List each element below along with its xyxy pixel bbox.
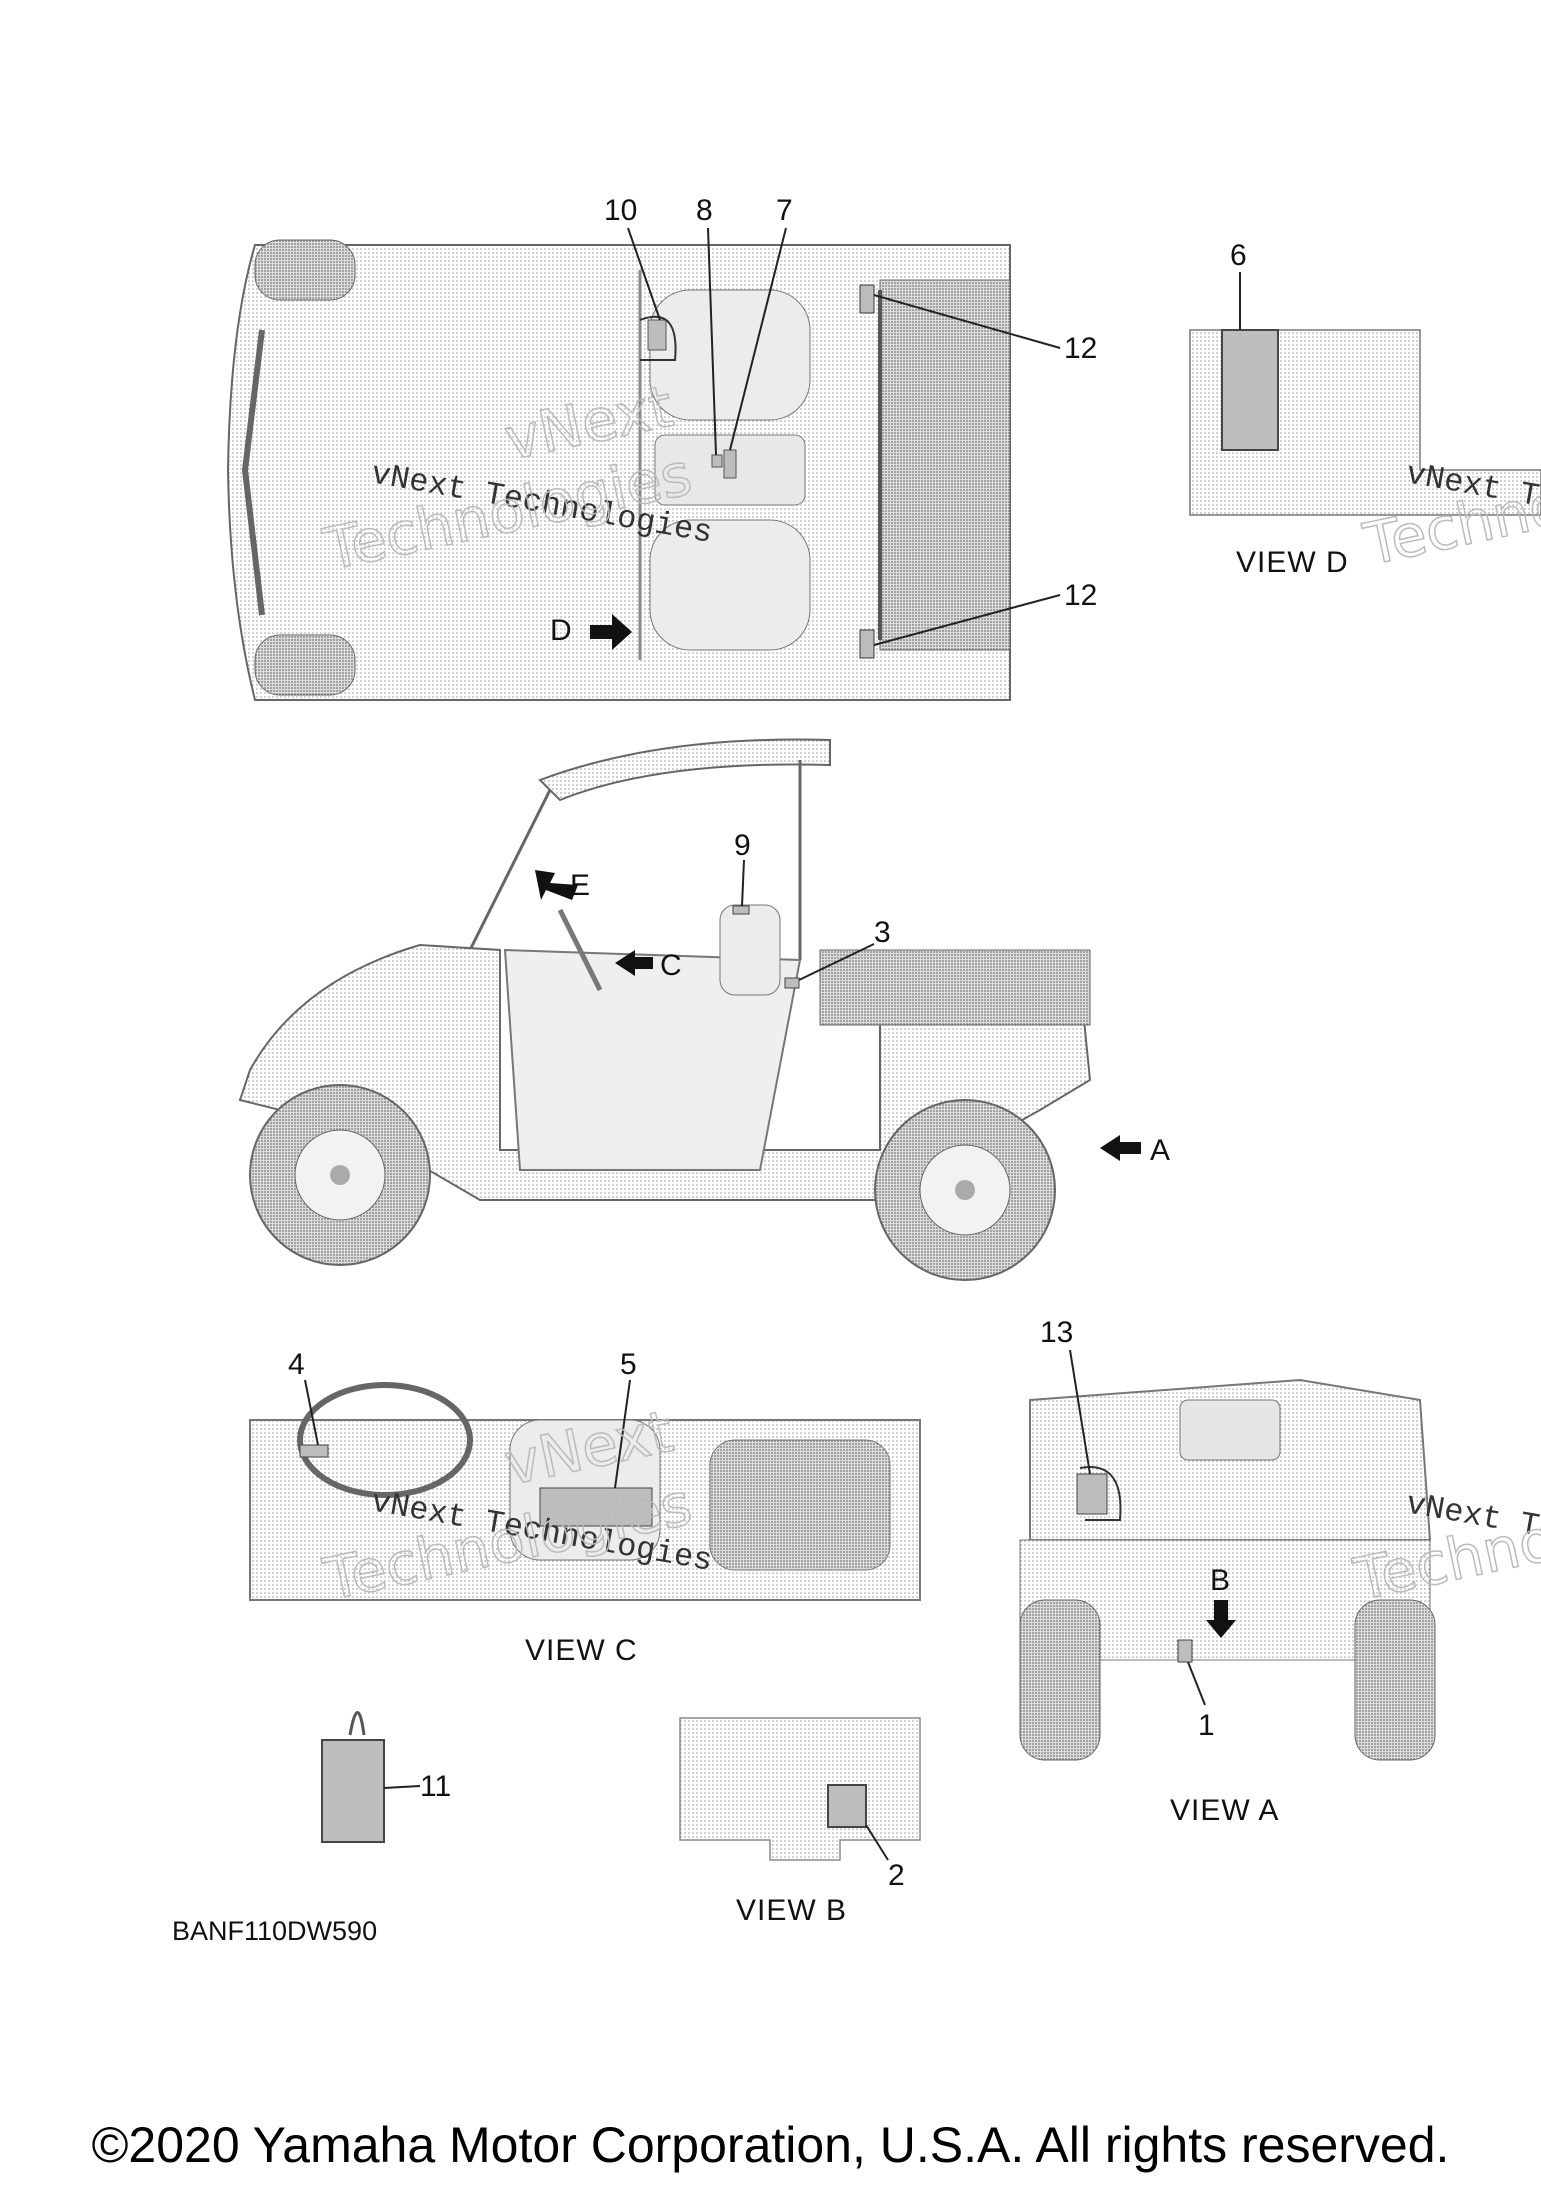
side-view-vehicle — [238, 738, 1141, 1281]
label-11-tag — [321, 1739, 385, 1843]
view-a-label: VIEW A — [1170, 1794, 1279, 1827]
callout-10: 10 — [604, 194, 637, 227]
label-12-decal-upper — [859, 284, 875, 314]
label-6-decal — [1221, 329, 1279, 451]
top-view-vehicle — [226, 227, 1061, 701]
label-4-decal — [299, 1444, 329, 1458]
callout-7: 7 — [776, 194, 793, 227]
callout-12-lower: 12 — [1064, 579, 1097, 612]
view-b-label: VIEW B — [736, 1894, 847, 1927]
view-d-drawing — [1189, 272, 1541, 516]
view-c-drawing — [249, 1379, 921, 1601]
callout-13: 13 — [1040, 1316, 1073, 1349]
callout-3: 3 — [874, 916, 891, 949]
arrow-letter-a: A — [1150, 1134, 1170, 1167]
callout-4: 4 — [288, 1348, 305, 1381]
label-5-decal — [539, 1487, 653, 1527]
label-3-decal — [784, 977, 800, 989]
label-1-decal — [1177, 1639, 1193, 1663]
callout-8: 8 — [696, 194, 713, 227]
view-b-drawing — [679, 1717, 921, 1861]
arrow-c — [615, 950, 653, 976]
callout-1: 1 — [1198, 1709, 1215, 1742]
drawing-code: BANF110DW590 — [172, 1916, 377, 1946]
label-8-decal — [711, 454, 723, 468]
label-7-decal — [723, 449, 737, 479]
callout-11: 11 — [420, 1770, 451, 1803]
callout-5: 5 — [620, 1348, 637, 1381]
item-11-hang-tag — [321, 1711, 421, 1843]
view-c-label: VIEW C — [525, 1634, 638, 1667]
label-13-decal — [1076, 1473, 1108, 1515]
arrow-b — [1206, 1600, 1236, 1638]
label-2-decal — [827, 1784, 867, 1828]
callout-12-upper: 12 — [1064, 332, 1097, 365]
arrow-d — [590, 614, 632, 650]
view-a-drawing — [1019, 1349, 1436, 1761]
arrow-letter-e: E — [570, 869, 590, 902]
callout-9: 9 — [734, 829, 751, 862]
arrow-letter-c: C — [660, 949, 682, 982]
label-9-decal — [732, 905, 750, 915]
callout-6: 6 — [1230, 239, 1247, 272]
copyright-notice: ©2020 Yamaha Motor Corporation, U.S.A. A… — [91, 2117, 1450, 2173]
arrow-letter-d: D — [550, 614, 572, 647]
arrow-letter-b: B — [1210, 1564, 1230, 1597]
view-d-label: VIEW D — [1236, 546, 1349, 579]
label-10-decal — [647, 319, 667, 351]
label-12-decal-lower — [859, 629, 875, 659]
callout-2: 2 — [888, 1859, 905, 1892]
arrow-a — [1100, 1135, 1141, 1161]
arrow-e — [535, 870, 578, 900]
